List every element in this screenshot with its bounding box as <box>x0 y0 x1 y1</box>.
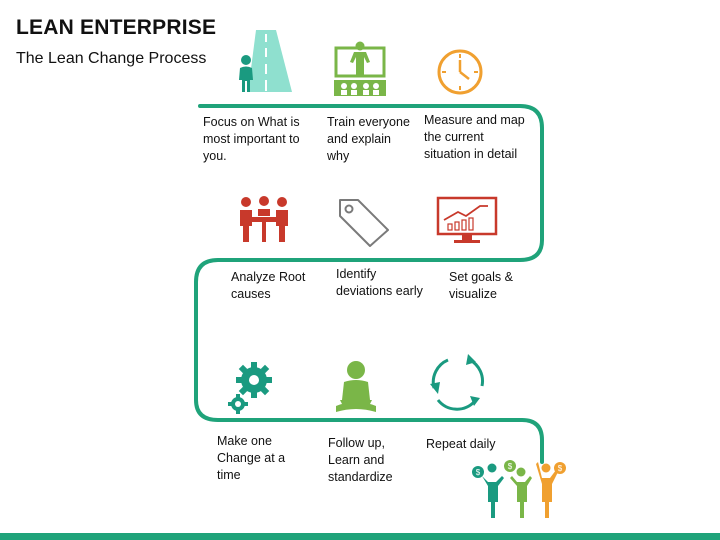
step-goals-label: Set goals & visualize <box>449 270 513 301</box>
step-train-label: Train everyone and explain why <box>327 115 410 163</box>
cycle-arrows-icon <box>430 354 484 411</box>
page-subtitle: The Lean Change Process <box>16 50 207 67</box>
presentation-icon <box>334 41 386 96</box>
gears-icon <box>228 362 272 414</box>
meeting-icon <box>240 196 288 242</box>
step-focus-label: Focus on What is most important to you. <box>203 115 300 163</box>
svg-text:$: $ <box>558 464 563 473</box>
meditation-icon <box>336 361 376 412</box>
step-analyze-label: Analyze Root causes <box>231 270 306 301</box>
bottom-accent-bar <box>0 533 720 540</box>
svg-text:$: $ <box>476 468 481 477</box>
step-identify-label: Identify deviations early <box>336 267 423 298</box>
step-measure-label: Measure and map the current situation in… <box>424 113 525 161</box>
monitor-chart-icon <box>436 196 498 243</box>
tag-icon <box>339 199 389 247</box>
page-title: LEAN ENTERPRISE <box>16 16 217 39</box>
person-road-icon <box>239 30 292 92</box>
svg-text:$: $ <box>508 462 513 471</box>
step-repeat-label: Repeat daily <box>426 437 496 451</box>
step-change-label: Make one Change at a time <box>217 434 286 482</box>
step-follow-label: Follow up, Learn and standardize <box>328 436 393 484</box>
clock-icon <box>437 49 483 95</box>
celebrating-people-icon: $ $ $ <box>472 460 566 518</box>
